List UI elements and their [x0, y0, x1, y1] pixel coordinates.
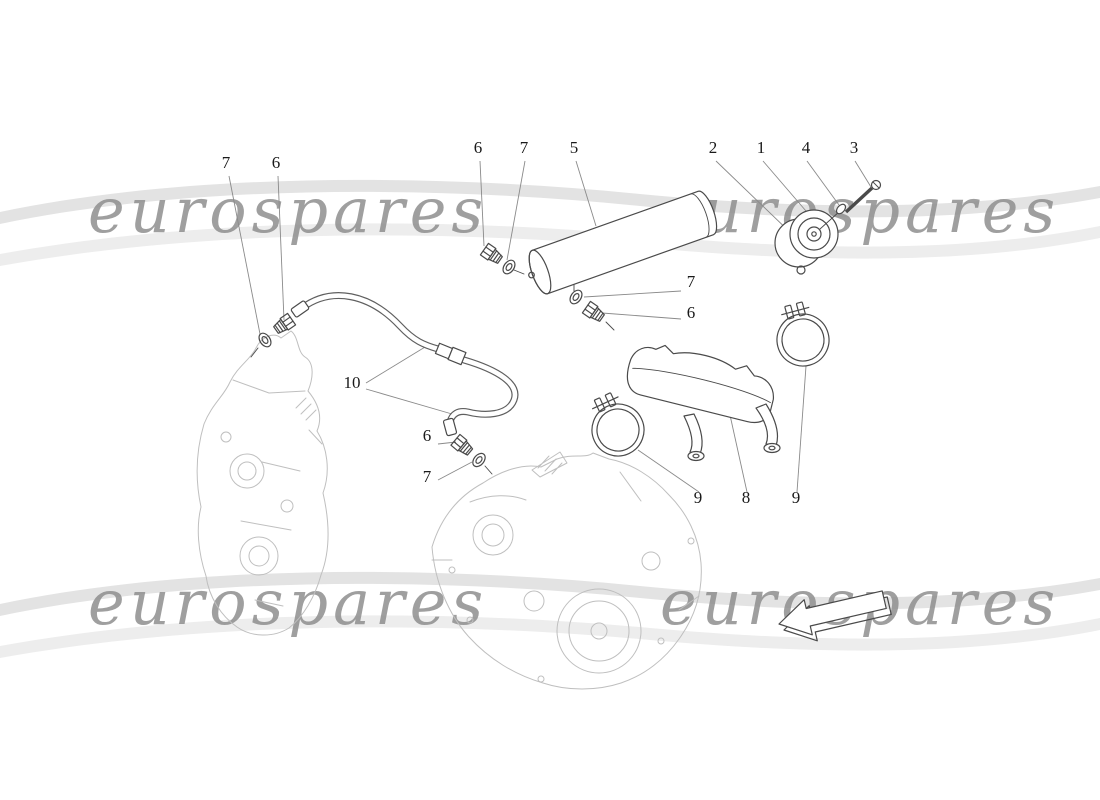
callout-label: 4 [802, 138, 811, 157]
bolt-washer [835, 203, 847, 215]
callout-label: 6 [687, 303, 696, 322]
callout-label: 9 [694, 488, 703, 507]
callout-label: 6 [474, 138, 483, 157]
pulley-assembly [774, 179, 882, 275]
fitting-nipple [581, 300, 607, 325]
callout-label: 9 [792, 488, 801, 507]
watermark-text: eurospares [88, 566, 488, 639]
callout-label: 7 [423, 467, 432, 486]
callout-labels: 7 6 6 7 5 2 1 4 3 7 6 10 6 7 9 8 9 [222, 138, 859, 507]
tensioner-bolt [844, 179, 882, 214]
pipe-clamp-right [767, 296, 836, 373]
hose-end-sleeve [290, 300, 458, 437]
watermark-text: eurospares [88, 174, 488, 247]
callout-label: 1 [757, 138, 766, 157]
retainer-ring [796, 265, 806, 275]
fitting-nipple [450, 433, 476, 458]
engine-sketch-bottom [431, 451, 702, 690]
callout-label: 6 [423, 426, 432, 445]
direction-arrow-icon [778, 590, 892, 642]
callout-label: 10 [344, 373, 361, 392]
callout-label: 3 [850, 138, 859, 157]
callout-label: 7 [687, 272, 696, 291]
callout-label: 6 [272, 153, 281, 172]
hose-coupling [434, 342, 467, 366]
hose-assembly [290, 292, 519, 437]
callout-label: 8 [742, 488, 751, 507]
sealing-washer [567, 287, 585, 307]
callout-label: 7 [222, 153, 231, 172]
watermark-swoosh [0, 615, 1100, 658]
fittings-and-washers [250, 242, 615, 475]
callout-label: 5 [570, 138, 579, 157]
callout-label: 2 [709, 138, 718, 157]
watermark-band-bottom: eurospares eurospares [0, 566, 1100, 658]
bracket-strap [683, 413, 703, 455]
watermark-text: eurospares [660, 174, 1060, 247]
callout-label: 7 [520, 138, 529, 157]
bolt-shank [819, 210, 841, 230]
cylinder-reservoir [528, 190, 718, 295]
pulley [789, 209, 839, 259]
engine-sketch-left [196, 330, 329, 636]
support-bracket [626, 344, 781, 462]
sealing-washer [256, 330, 274, 350]
sealing-washer [500, 257, 518, 277]
bracket-strap [755, 403, 779, 447]
